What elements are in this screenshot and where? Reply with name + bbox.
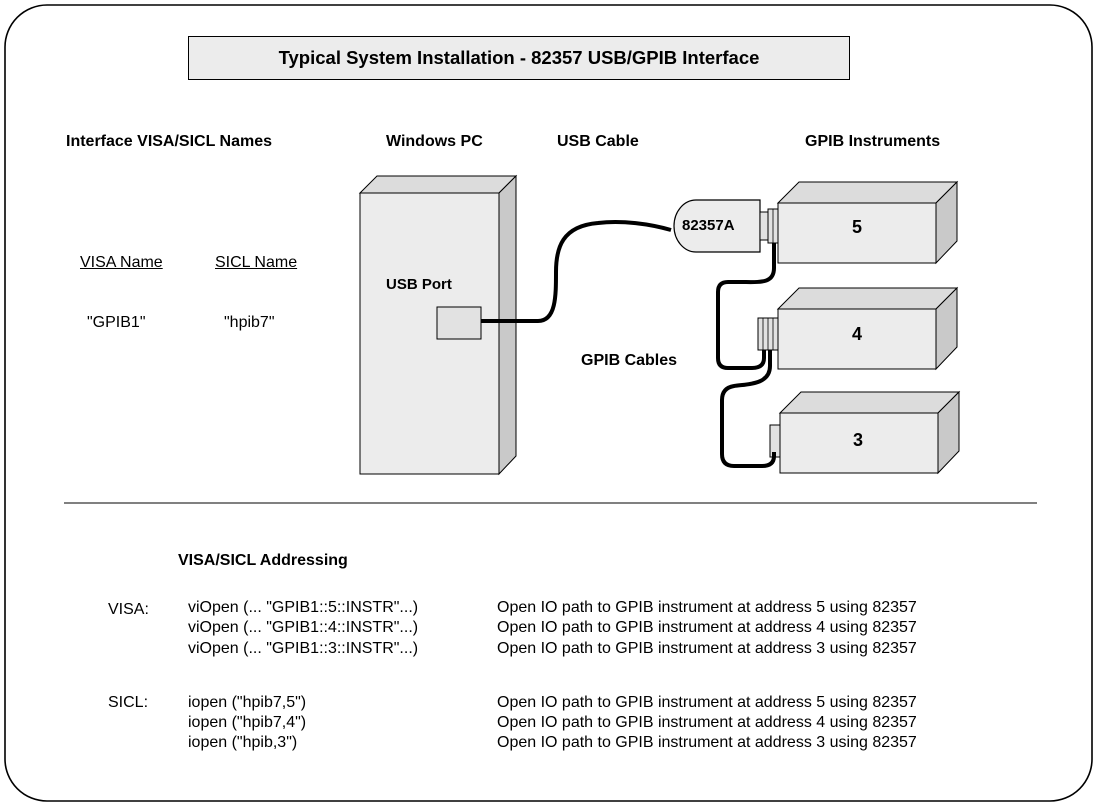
gpib-instruments-header: GPIB Instruments [805,133,941,150]
sicl-description: Open IO path to GPIB instrument at addre… [497,694,917,711]
visa-call: viOpen (... "GPIB1::5::INSTR"...) [188,599,419,616]
instrument-5 [776,180,959,265]
instrument-3-address: 3 [853,430,864,450]
interface-names-header: Interface VISA/SICL Names [66,133,273,150]
visa-label: VISA: [108,601,149,618]
instrument-4-gpib-connector [757,317,779,351]
sicl-call: iopen ("hpib7,5") [188,694,307,711]
sicl-row: iopen ("hpib7,5") Open IO path to GPIB i… [0,694,1097,714]
usb-gpib-adapter [673,199,761,253]
usb-cable-header: USB Cable [557,133,639,150]
sicl-name-header: SICL Name [215,254,298,271]
gpib-cable-4-to-3 [720,350,776,468]
sicl-description: Open IO path to GPIB instrument at addre… [497,734,917,751]
addressing-heading: VISA/SICL Addressing [178,552,348,569]
gpib-cable-5-to-4 [716,243,776,370]
visa-description: Open IO path to GPIB instrument at addre… [497,599,917,616]
visa-row: viOpen (... "GPIB1::5::INSTR"...) Open I… [0,599,1097,619]
visa-call: viOpen (... "GPIB1::4::INSTR"...) [188,619,419,636]
gpib-cables-label: GPIB Cables [581,352,678,369]
visa-call: viOpen (... "GPIB1::3::INSTR"...) [188,640,419,657]
usb-port-label: USB Port [386,276,452,293]
sicl-call: iopen ("hpib,3") [188,734,298,751]
visa-description: Open IO path to GPIB instrument at addre… [497,640,917,657]
visa-row: viOpen (... "GPIB1::4::INSTR"...) Open I… [0,619,1097,639]
visa-row: viOpen (... "GPIB1::3::INSTR"...) Open I… [0,640,1097,660]
sicl-description: Open IO path to GPIB instrument at addre… [497,714,917,731]
windows-pc-header: Windows PC [386,133,483,150]
visa-description: Open IO path to GPIB instrument at addre… [497,619,917,636]
instrument-5-gpib-connector [767,208,779,244]
instrument-4 [776,286,959,371]
adapter-label: 82357A [682,217,735,234]
visa-name-value: "GPIB1" [87,314,146,331]
sicl-label: SICL: [108,694,149,711]
usb-cable [481,219,672,323]
sicl-name-value: "hpib7" [224,314,275,331]
instrument-4-address: 4 [852,324,863,344]
adapter-connector [759,211,769,241]
visa-name-header: VISA Name [80,254,163,271]
instrument-3 [778,390,961,475]
instrument-5-address: 5 [852,217,863,237]
sicl-call: iopen ("hpib7,4") [188,714,307,731]
sicl-row: iopen ("hpib7,4") Open IO path to GPIB i… [0,714,1097,734]
usb-port [436,306,482,340]
sicl-row: iopen ("hpib,3") Open IO path to GPIB in… [0,734,1097,754]
diagram-title: Typical System Installation - 82357 USB/… [188,36,850,80]
